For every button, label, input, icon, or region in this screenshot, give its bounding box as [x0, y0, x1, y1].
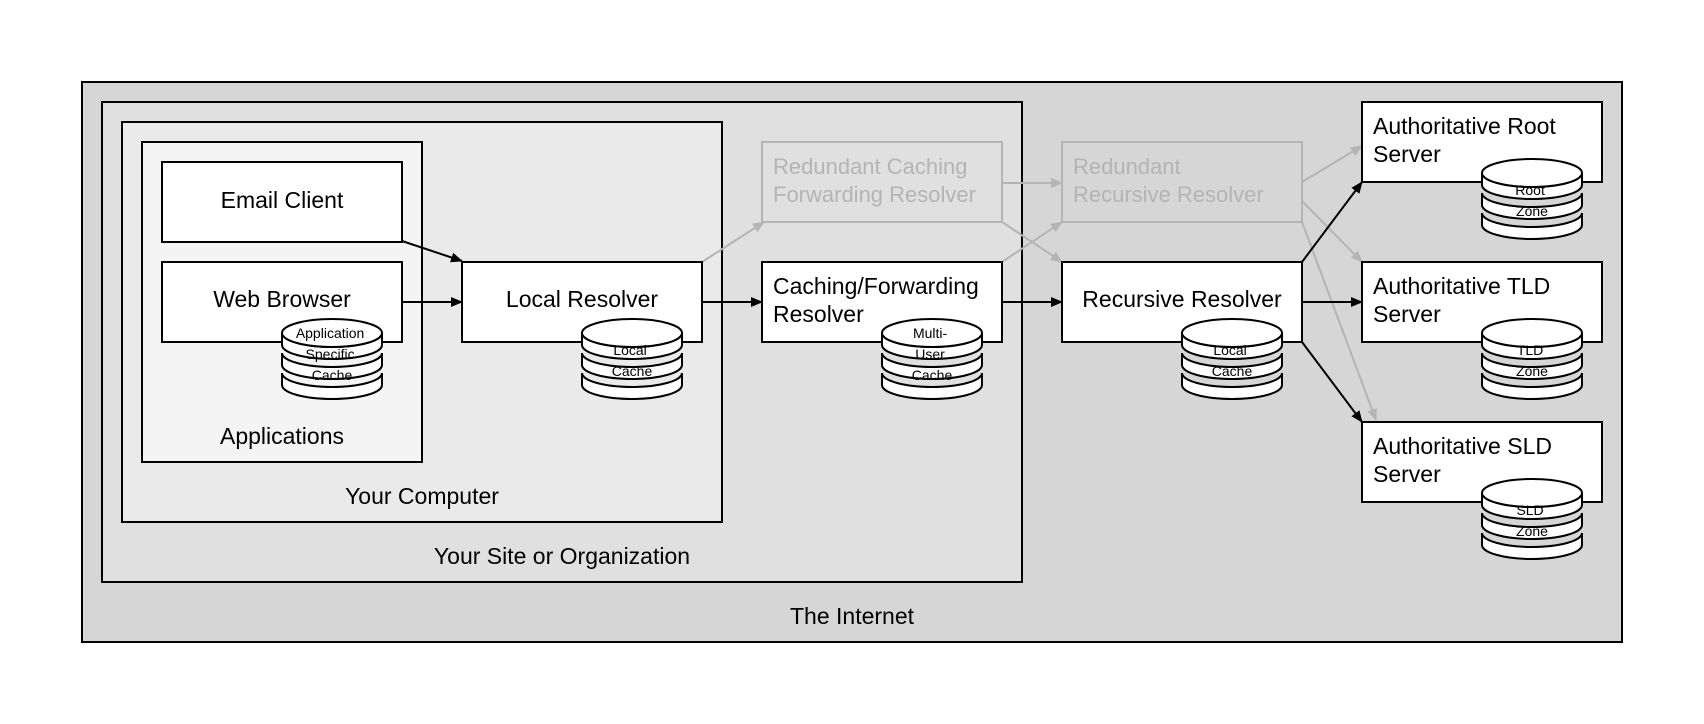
your-computer-label: Your Computer — [345, 483, 499, 509]
svg-text:Local Cache: Local Cache — [612, 342, 653, 379]
svg-text:Local Cache: Local Cache — [1212, 342, 1253, 379]
arrow-email-to-local — [401, 240, 463, 263]
sld-zone-icon: SLD Zone — [1481, 478, 1583, 560]
applications-label: Applications — [220, 423, 344, 449]
recursive-local-cache-icon: Local Cache — [1181, 318, 1283, 400]
authoritative-root-server-label: Authoritative Root Server — [1373, 113, 1562, 167]
local-resolver-label: Local Resolver — [506, 286, 658, 312]
caching-forwarding-resolver-label: Caching/Forwarding Resolver — [773, 273, 985, 327]
application-cache-icon: Application Specific Cache — [281, 318, 383, 400]
redundant-caching-resolver-box — [761, 141, 1003, 223]
tld-zone-icon: TLD Zone — [1481, 318, 1583, 400]
root-zone-icon: Root Zone — [1481, 158, 1583, 240]
your-site-label: Your Site or Organization — [434, 543, 690, 569]
redundant-recursive-resolver-box — [1061, 141, 1303, 223]
email-client-box — [161, 161, 403, 243]
web-browser-label: Web Browser — [213, 286, 351, 312]
email-client-label: Email Client — [221, 187, 344, 213]
local-cache-icon: Local Cache — [581, 318, 683, 400]
ghost-arrow-redundant-recursive-to-root — [1301, 145, 1363, 183]
arrow-recursive-to-sld — [1301, 341, 1363, 423]
ghost-arrow-local-to-redundant-caching — [701, 221, 765, 263]
redundant-caching-resolver-label: Redundant Caching Forwarding Resolver — [773, 154, 976, 207]
svg-text:TLD Zone: TLD Zone — [1516, 342, 1548, 379]
svg-text:SLD Zone: SLD Zone — [1516, 502, 1548, 539]
svg-text:Root Zone: Root Zone — [1515, 182, 1548, 219]
ghost-arrow-redundant-recursive-to-sld — [1301, 221, 1377, 421]
ghost-arrow-caching-to-redundant-recursive — [1001, 221, 1063, 263]
arrow-recursive-to-root — [1301, 181, 1363, 263]
authoritative-tld-server-label: Authoritative TLD Server — [1373, 273, 1557, 327]
authoritative-sld-server-label: Authoritative SLD Server — [1373, 433, 1558, 487]
multi-user-cache-icon: Multi- User Cache — [881, 318, 983, 400]
svg-text:Multi- User Cache: Multi- User Cache — [912, 325, 953, 383]
recursive-resolver-label: Recursive Resolver — [1082, 286, 1282, 312]
svg-text:Application Specific: Application Specific Cache — [296, 325, 368, 383]
redundant-recursive-resolver-label: Redundant Recursive Resolver — [1073, 154, 1264, 207]
ghost-arrow-redundant-recursive-to-tld — [1301, 200, 1363, 263]
internet-label: The Internet — [790, 603, 915, 629]
